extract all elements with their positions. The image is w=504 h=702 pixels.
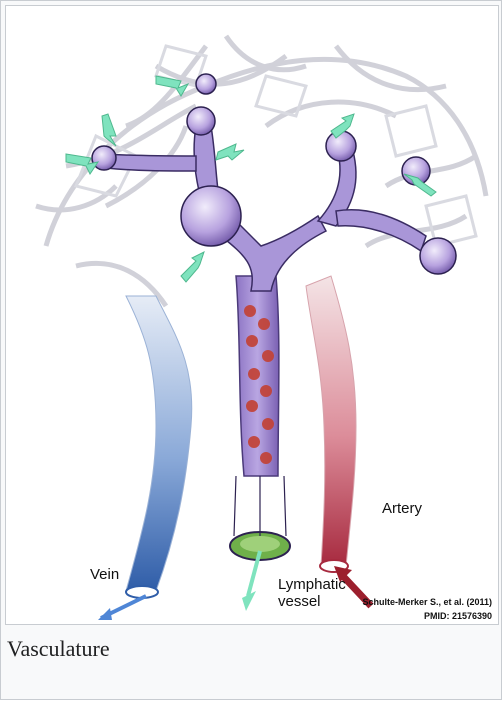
figure-caption: Vasculature (7, 635, 497, 663)
figure-image[interactable]: Artery Vein Lymphatic vessel Schulte-Mer… (5, 5, 499, 625)
vasculature-illustration (6, 6, 500, 626)
vein-label: Vein (90, 566, 119, 583)
artery-label: Artery (382, 500, 422, 517)
vein (126, 296, 192, 591)
lymphatic-vessel-label: Lymphatic vessel (278, 576, 346, 610)
lymphatic-label-line2: vessel (278, 593, 346, 610)
pmid-text: PMID: 21576390 (424, 608, 492, 625)
lymphatic-label-line1: Lymphatic (278, 576, 346, 593)
artery (306, 276, 356, 566)
